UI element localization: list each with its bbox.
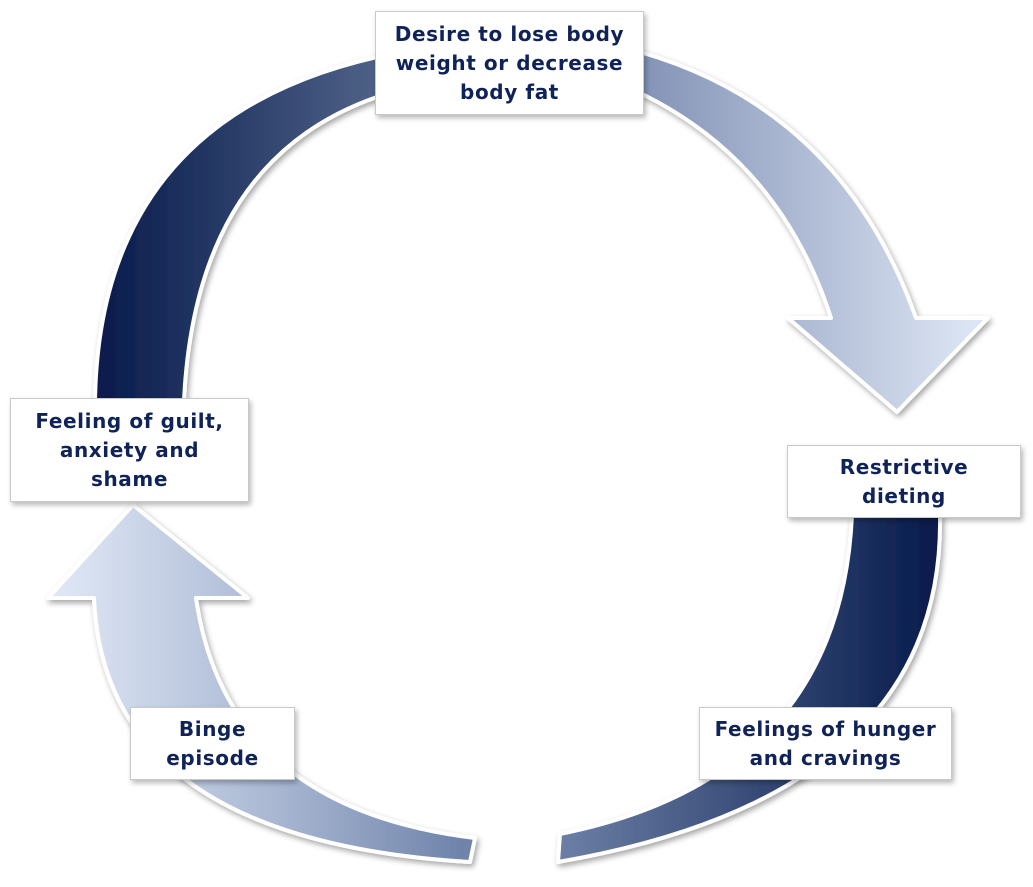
stage-binge-episode-box: Binge episode	[130, 707, 295, 780]
stage-restrictive-dieting-box: Restrictive dieting	[787, 445, 1021, 518]
stage-hunger-cravings-label: Feelings of hunger and cravings	[714, 716, 937, 770]
stage-guilt-anxiety-shame-box: Feeling of guilt, anxiety and shame	[10, 398, 249, 502]
stage-desire-label: Desire to lose body weight or decrease b…	[394, 21, 625, 104]
arrow-binge-to-guilt	[46, 503, 477, 864]
arc-dieting-to-hunger	[556, 513, 943, 864]
stage-restrictive-dieting-label: Restrictive dieting	[839, 454, 969, 508]
stage-desire-box: Desire to lose body weight or decrease b…	[375, 11, 644, 115]
arrow-desire-to-dieting	[636, 50, 990, 414]
stage-hunger-cravings-box: Feelings of hunger and cravings	[699, 707, 952, 780]
stage-binge-episode-label: Binge episode	[166, 716, 259, 770]
stage-guilt-anxiety-shame-label: Feeling of guilt, anxiety and shame	[35, 408, 224, 491]
arc-guilt-to-desire	[93, 55, 379, 402]
